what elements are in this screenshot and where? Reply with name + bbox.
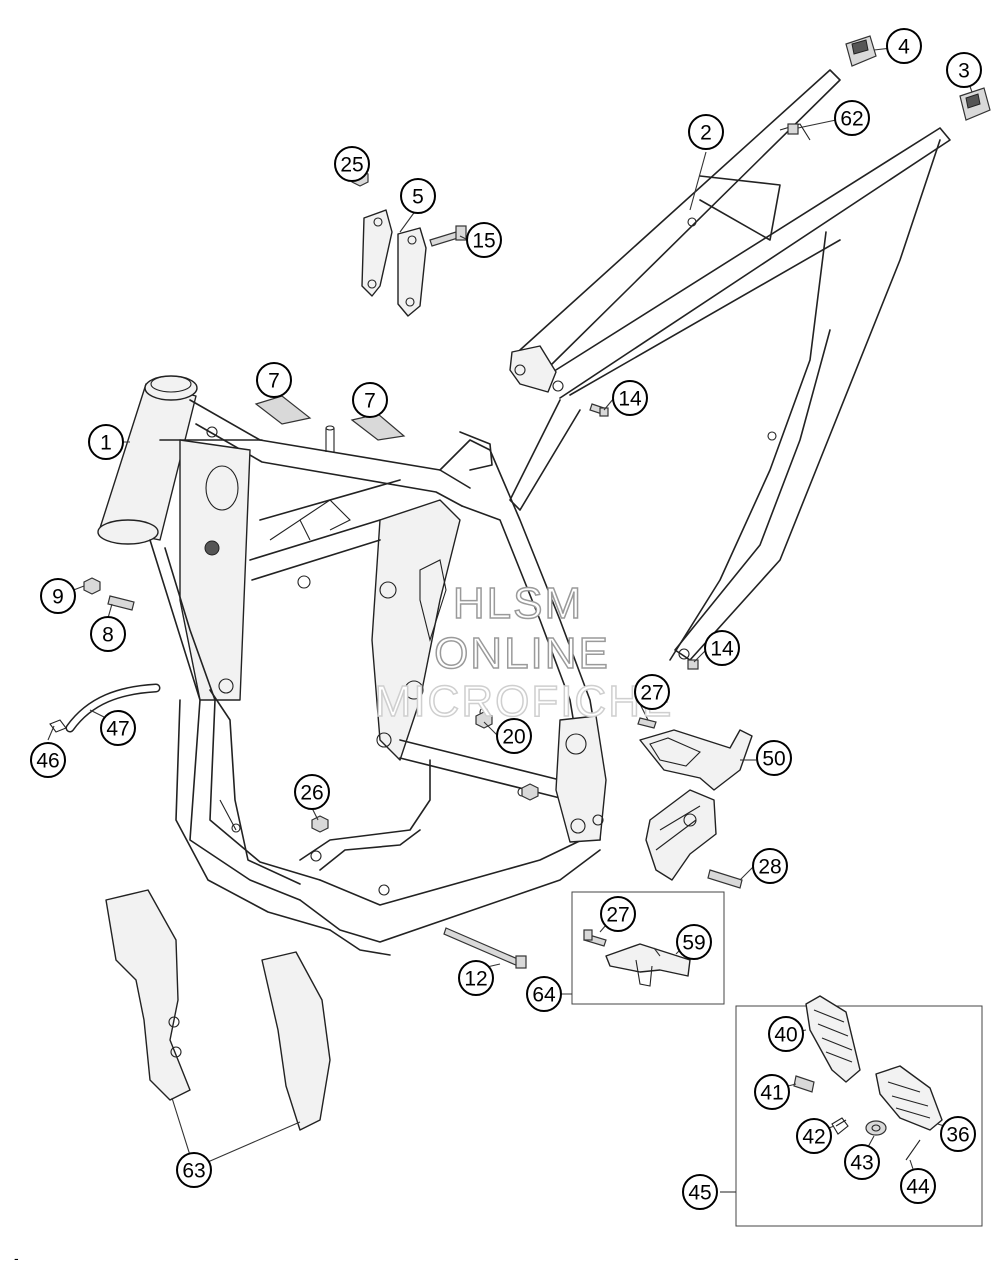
callout-label: 28 — [758, 856, 781, 879]
footpeg-box — [735, 995, 983, 1227]
callout-label: 27 — [606, 904, 629, 927]
callout-label: 20 — [502, 726, 525, 749]
callout-8[interactable]: 8 — [90, 616, 126, 652]
callout-27a[interactable]: 27 — [634, 674, 670, 710]
footer-mark: - — [14, 1250, 19, 1266]
callout-label: 2 — [700, 122, 712, 145]
callout-label: 3 — [958, 60, 970, 83]
callout-label: 4 — [898, 36, 910, 59]
breather-hose — [65, 683, 161, 733]
callout-28[interactable]: 28 — [752, 848, 788, 884]
chain-guide-box — [571, 891, 725, 1005]
callout-label: 15 — [472, 230, 495, 253]
callout-label: 46 — [36, 750, 59, 773]
watermark-line-3: MICROFICHE — [375, 677, 674, 726]
callout-label: 27 — [640, 682, 663, 705]
callout-15[interactable]: 15 — [466, 222, 502, 258]
callout-label: 7 — [268, 370, 280, 393]
end-plug-3 — [959, 87, 991, 121]
callout-45[interactable]: 45 — [682, 1174, 718, 1210]
engine-mount-plates — [361, 209, 427, 317]
callout-label: 45 — [688, 1182, 711, 1205]
callout-7b[interactable]: 7 — [352, 382, 388, 418]
callout-14b[interactable]: 14 — [704, 630, 740, 666]
callout-label: 43 — [850, 1152, 873, 1175]
callout-62[interactable]: 62 — [834, 100, 870, 136]
callout-label: 40 — [774, 1024, 797, 1047]
callout-1[interactable]: 1 — [88, 424, 124, 460]
callout-label: 63 — [182, 1160, 205, 1183]
callout-label: 8 — [102, 624, 114, 647]
callout-42[interactable]: 42 — [796, 1118, 832, 1154]
callout-label: 64 — [532, 984, 556, 1007]
callout-36[interactable]: 36 — [940, 1116, 976, 1152]
callout-label: 12 — [464, 968, 487, 991]
callout-40[interactable]: 40 — [768, 1016, 804, 1052]
callouts: 1 2 3 4 5 7 7 8 9 12 14 14 15 20 25 26 2… — [30, 28, 982, 1210]
side-stand — [639, 729, 753, 881]
end-plug-4 — [845, 35, 877, 67]
callout-label: 1 — [100, 432, 112, 455]
callout-59[interactable]: 59 — [676, 924, 712, 960]
callout-label: 9 — [52, 586, 64, 609]
callout-47[interactable]: 47 — [100, 710, 136, 746]
main-frame — [97, 375, 607, 956]
callout-label: 36 — [946, 1124, 969, 1147]
callout-14a[interactable]: 14 — [612, 380, 648, 416]
callout-46[interactable]: 46 — [30, 742, 66, 778]
callout-9[interactable]: 9 — [40, 578, 76, 614]
callout-label: 59 — [682, 932, 705, 955]
fasteners — [49, 123, 799, 969]
callout-5[interactable]: 5 — [400, 178, 436, 214]
callout-label: 7 — [364, 390, 376, 413]
subframe — [509, 69, 951, 661]
callout-3[interactable]: 3 — [946, 52, 982, 88]
callout-27b[interactable]: 27 — [600, 896, 636, 932]
callout-label: 25 — [340, 154, 363, 177]
callout-label: 41 — [760, 1082, 783, 1105]
callout-50[interactable]: 50 — [756, 740, 792, 776]
callout-label: 62 — [840, 108, 863, 131]
callout-label: 5 — [412, 186, 424, 209]
watermark: HLSM ONLINE MICROFICHE — [374, 578, 674, 727]
callout-12[interactable]: 12 — [458, 960, 494, 996]
callout-4[interactable]: 4 — [886, 28, 922, 64]
callout-label: 14 — [618, 388, 642, 411]
callout-label: 50 — [762, 748, 785, 771]
callout-26[interactable]: 26 — [294, 774, 330, 810]
callout-label: 42 — [802, 1126, 825, 1149]
callout-label: 47 — [106, 718, 129, 741]
callout-41[interactable]: 41 — [754, 1074, 790, 1110]
callout-label: 14 — [710, 638, 734, 661]
callout-64[interactable]: 64 — [526, 976, 562, 1012]
callout-43[interactable]: 43 — [844, 1144, 880, 1180]
frame-protectors — [105, 889, 331, 1131]
callout-7a[interactable]: 7 — [256, 362, 292, 398]
callout-25[interactable]: 25 — [334, 146, 370, 182]
callout-44[interactable]: 44 — [900, 1168, 936, 1204]
watermark-line-2: ONLINE — [434, 629, 610, 678]
watermark-line-1: HLSM — [453, 579, 583, 628]
callout-2[interactable]: 2 — [688, 114, 724, 150]
callout-label: 44 — [906, 1176, 930, 1199]
callout-63[interactable]: 63 — [176, 1152, 212, 1188]
callout-20[interactable]: 20 — [496, 718, 532, 754]
callout-label: 26 — [300, 782, 323, 805]
